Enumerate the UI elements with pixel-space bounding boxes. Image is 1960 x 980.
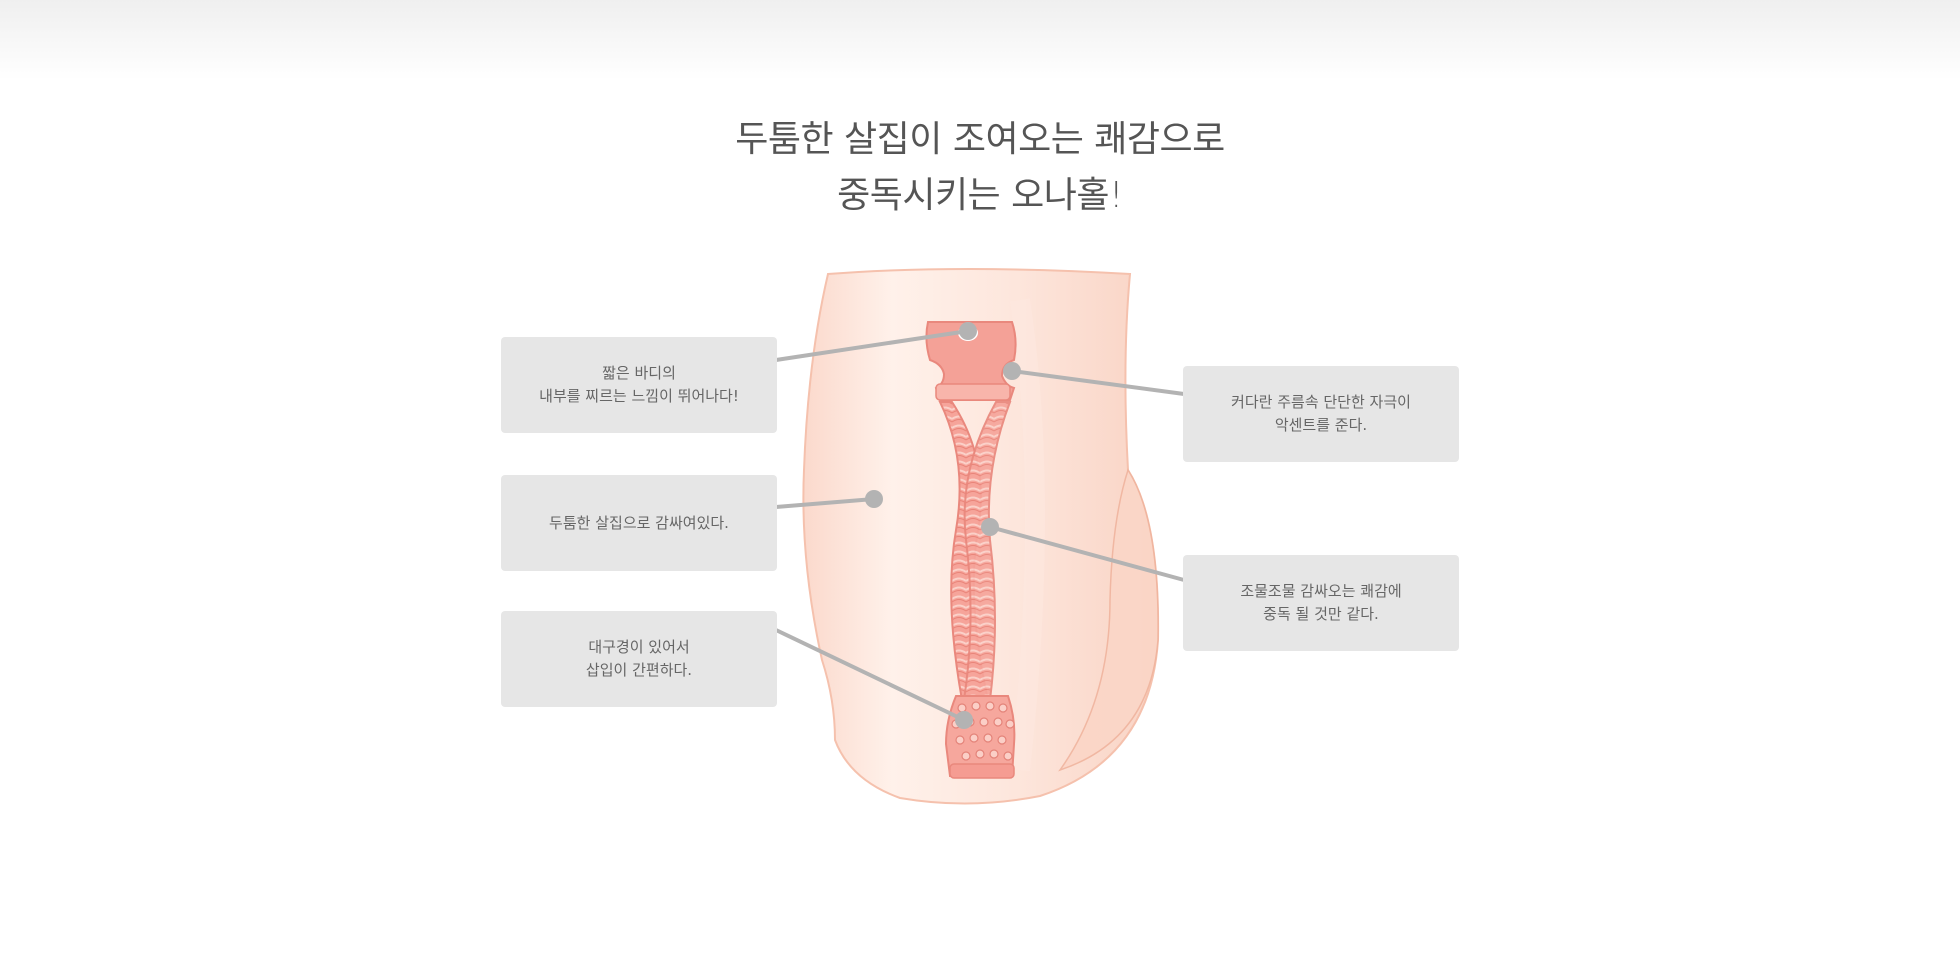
callout-line: 대구경이 있어서 [588,638,690,656]
leader-line-wrapping-pleasure [989,525,1185,582]
leader-dot-short-body [959,322,977,340]
callout-wrapping-pleasure: 조물조물 감싸오는 쾌감에 중독 될 것만 같다. [1183,555,1459,651]
leader-dot-large-wrinkles [1003,362,1021,380]
leader-line-wide-opening [775,628,965,722]
callout-wide-opening: 대구경이 있어서 삽입이 간편하다. [501,611,777,707]
callout-line: 삽입이 간편하다. [585,661,693,679]
leader-dot-wide-opening [955,711,973,729]
callout-line: 내부를 찌르는 느낌이 뛰어나다! [539,387,739,405]
callout-line: 커다란 주름속 단단한 자극이 [1231,393,1411,411]
callout-large-wrinkles: 커다란 주름속 단단한 자극이 악센트를 준다. [1183,366,1459,462]
callout-line: 조물조물 감싸오는 쾌감에 [1240,582,1402,600]
leader-lines [775,322,1185,729]
callout-short-body: 짧은 바디의 내부를 찌르는 느낌이 뛰어나다! [501,337,777,433]
leader-dot-thick-flesh [865,490,883,508]
headline-line-1: 두툼한 살집이 조여오는 쾌감으로 [735,119,1225,161]
callout-line: 중독 될 것만 같다. [1263,605,1379,623]
callout-line: 악센트를 준다. [1274,416,1368,434]
callout-line: 짧은 바디의 [602,364,676,382]
headline-line-2: 중독시키는 오나홀! [837,175,1123,217]
leader-line-thick-flesh [775,497,875,509]
callout-line: 두툼한 살집으로 감싸여있다. [549,513,729,532]
headline: 두툼한 살집이 조여오는 쾌감으로 중독시키는 오나홀! [0,112,1960,224]
callout-thick-flesh: 두툼한 살집으로 감싸여있다. [501,475,777,571]
leader-line-short-body [775,329,969,362]
leader-line-large-wrinkles [1011,369,1185,396]
leader-dot-wrapping-pleasure [981,518,999,536]
